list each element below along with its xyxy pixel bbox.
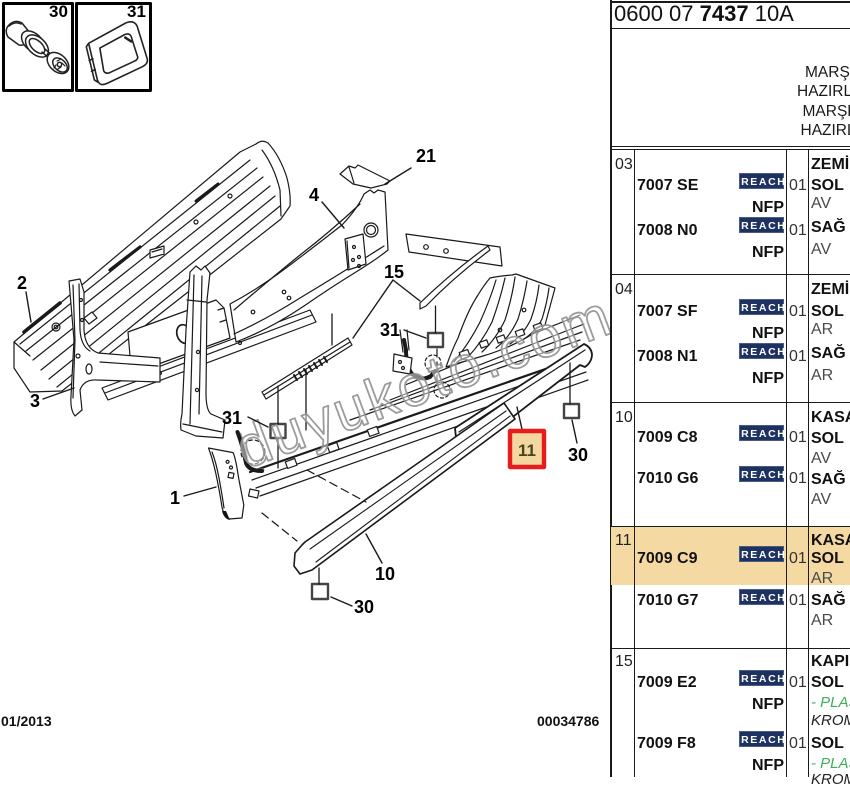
svg-text:1: 1 [170, 488, 180, 508]
svg-text:2: 2 [17, 273, 27, 293]
svg-text:11: 11 [518, 441, 536, 460]
svg-text:30: 30 [49, 2, 68, 21]
svg-text:10: 10 [375, 564, 395, 584]
svg-text:15: 15 [384, 262, 404, 282]
svg-text:30: 30 [354, 597, 374, 617]
svg-text:3: 3 [30, 391, 40, 411]
svg-text:21: 21 [416, 146, 436, 166]
svg-text:4: 4 [309, 185, 319, 205]
svg-text:31: 31 [222, 408, 242, 428]
svg-text:31: 31 [380, 320, 400, 340]
svg-text:31: 31 [127, 2, 146, 21]
svg-text:30: 30 [568, 445, 588, 465]
